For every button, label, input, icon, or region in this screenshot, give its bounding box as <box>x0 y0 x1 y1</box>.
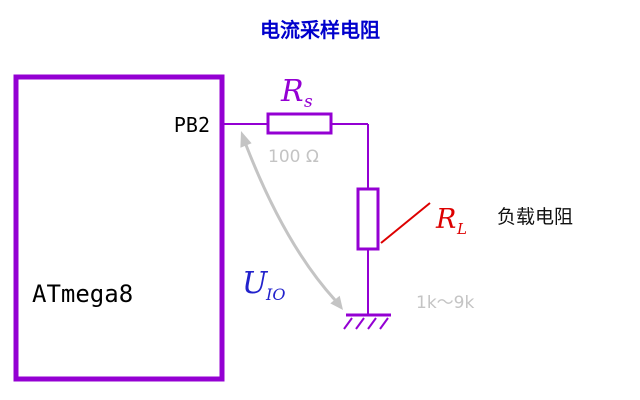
load-resistor-annotation: 负载电阻 <box>497 206 573 228</box>
arrowhead-top-icon <box>240 131 252 148</box>
sampling-resistor-symbol <box>266 112 333 135</box>
arrowhead-bottom-icon <box>330 295 343 310</box>
voltage-arrow <box>240 131 343 310</box>
load-resistor-value-range: 1k～9k <box>416 293 474 313</box>
load-resistor-label: R <box>435 204 456 235</box>
voltage-label: U <box>242 266 269 301</box>
load-resistor-callout-line <box>380 202 431 244</box>
mcu-chip-body <box>13 74 225 382</box>
voltage-label-subscript: IO <box>265 285 285 304</box>
chip-name-label: ATmega8 <box>32 280 133 308</box>
diagram-title: 电流采样电阻 <box>260 18 380 42</box>
ground-symbol <box>343 313 391 330</box>
load-resistor-label-subscript: L <box>456 220 467 238</box>
load-resistor-symbol <box>356 187 380 251</box>
sampling-resistor-value: 100 Ω <box>268 147 319 167</box>
pin-label-pb2: PB2 <box>174 113 210 137</box>
sampling-resistor-label-subscript: s <box>304 92 313 112</box>
sampling-resistor-label: R <box>280 74 304 109</box>
